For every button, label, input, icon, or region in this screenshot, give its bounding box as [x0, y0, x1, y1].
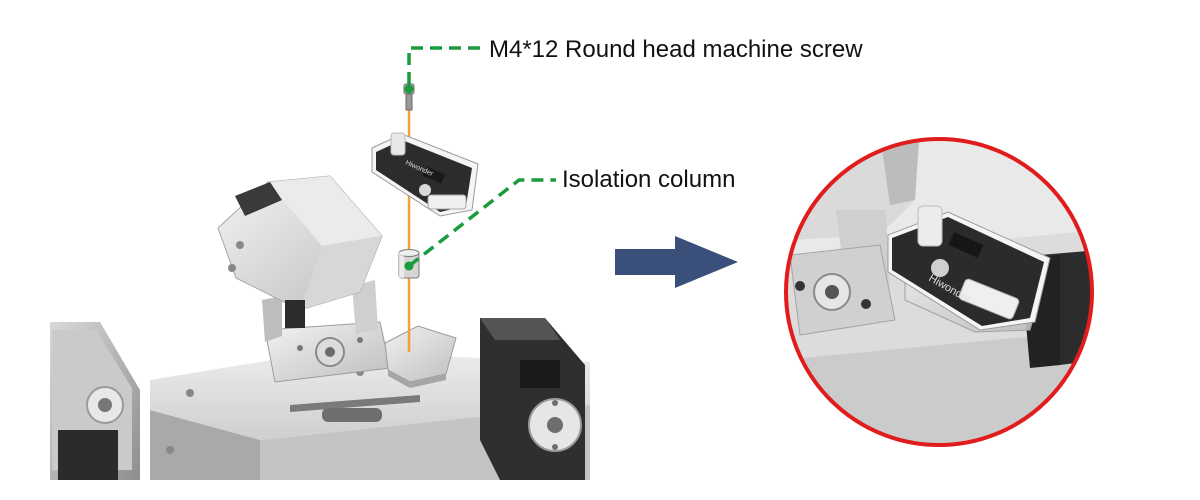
- right-arrow: [615, 236, 738, 288]
- zoom-detail: Hiwonder: [786, 139, 1092, 445]
- pan-tilt-head: [217, 175, 391, 383]
- screw-callout-line: [404, 46, 483, 94]
- robot-body: [50, 318, 590, 480]
- column-callout-label: Isolation column: [562, 166, 736, 193]
- screw-callout-label: M4*12 Round head machine screw: [489, 36, 863, 63]
- zoom-ring: [784, 137, 1094, 447]
- sensor-board: Hiwonder: [371, 132, 479, 217]
- column-callout-line: [404, 178, 556, 271]
- isolation-column: [398, 249, 420, 279]
- acrylic-mount: [384, 325, 457, 388]
